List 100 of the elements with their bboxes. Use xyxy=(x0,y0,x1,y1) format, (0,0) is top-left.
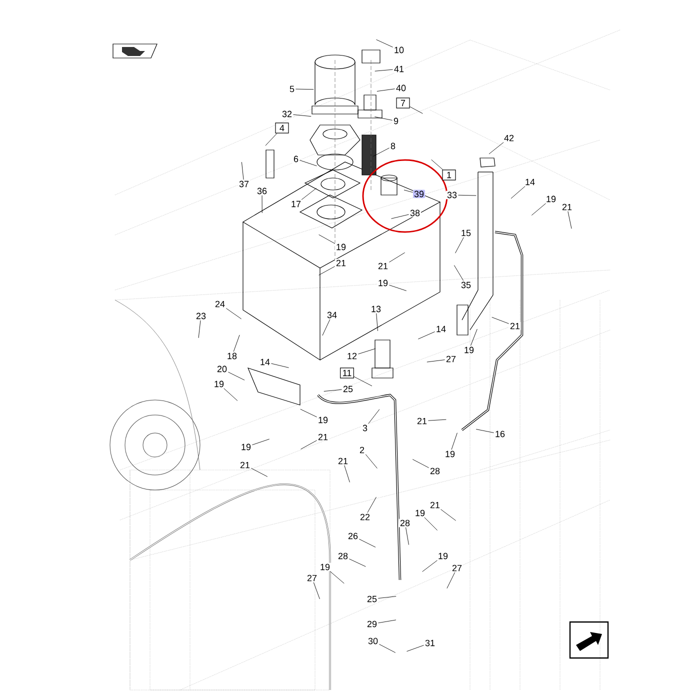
callout-number: 6 xyxy=(292,154,300,164)
callout-number: 27 xyxy=(451,564,464,572)
leader-line xyxy=(270,363,289,368)
leader-line xyxy=(322,319,330,336)
callout-number: 10 xyxy=(393,46,405,54)
leader-line xyxy=(378,644,396,653)
callout-number: 19 xyxy=(444,450,456,458)
leader-line xyxy=(374,116,393,120)
leader-line xyxy=(233,334,240,352)
leader-line xyxy=(344,465,350,482)
leader-line xyxy=(388,252,406,262)
callout-number: 12 xyxy=(346,352,358,360)
callout-number: 21 xyxy=(429,500,442,510)
leader-line xyxy=(378,620,396,624)
leader-line xyxy=(226,308,242,320)
leader-line xyxy=(406,527,409,545)
callout-number: 19 xyxy=(240,442,252,452)
callout-number: 14 xyxy=(259,358,271,366)
callout-number: 19 xyxy=(335,242,348,252)
leader-line xyxy=(367,496,376,513)
callout-number: 8 xyxy=(390,142,396,150)
boxed-callout-number: 11 xyxy=(340,368,354,378)
leader-line xyxy=(428,419,446,421)
callout-number: 19 xyxy=(213,380,225,388)
callout-number: 23 xyxy=(195,312,207,320)
callout-number: 19 xyxy=(437,552,450,560)
leader-line xyxy=(376,313,378,332)
leader-line xyxy=(330,571,344,584)
callout-number: 27 xyxy=(445,354,458,364)
leader-line xyxy=(388,284,407,292)
leader-line xyxy=(458,194,476,196)
callout-number: 21 xyxy=(377,262,390,270)
boxed-callout-number: 1 xyxy=(442,170,456,180)
leader-line xyxy=(378,596,396,599)
callout-number: 29 xyxy=(366,620,378,628)
highlighted-callout-number: 39 xyxy=(413,190,426,198)
callout-number: 14 xyxy=(524,178,536,186)
leader-line xyxy=(224,388,238,401)
leader-line xyxy=(568,211,572,229)
leader-line xyxy=(301,188,317,200)
callout-number: 21 xyxy=(561,202,574,212)
leader-line xyxy=(358,538,376,548)
callout-number: 25 xyxy=(366,594,378,604)
leader-line xyxy=(292,114,312,117)
callout-number: 26 xyxy=(347,532,359,540)
callout-number: 21 xyxy=(416,416,428,426)
callout-number: 41 xyxy=(393,64,405,74)
callout-number: 30 xyxy=(367,636,379,646)
leader-line xyxy=(318,266,336,276)
callout-number: 16 xyxy=(494,430,506,438)
callout-number: 13 xyxy=(370,304,382,314)
leader-line xyxy=(250,468,268,477)
callout-number: 37 xyxy=(238,180,250,188)
callout-number: 28 xyxy=(399,518,412,528)
callout-number: 5 xyxy=(288,84,296,94)
leader-line xyxy=(406,645,424,652)
leader-line xyxy=(440,509,456,521)
callout-number: 24 xyxy=(214,300,226,308)
callout-number: 15 xyxy=(460,228,472,238)
callout-number: 21 xyxy=(335,258,348,268)
callout-number: 32 xyxy=(281,110,293,118)
callout-number: 9 xyxy=(392,116,400,126)
leader-line xyxy=(365,454,378,469)
leader-line xyxy=(228,372,245,380)
callout-number: 17 xyxy=(290,200,302,208)
leader-line xyxy=(198,320,201,338)
callout-number: 2 xyxy=(358,446,366,454)
leader-line xyxy=(476,429,494,433)
leader-line xyxy=(424,517,438,531)
callout-number: 36 xyxy=(256,186,268,196)
callout-number: 19 xyxy=(545,194,558,204)
leader-line xyxy=(422,560,438,572)
callout-number: 19 xyxy=(377,278,390,288)
callout-number: 19 xyxy=(414,508,426,518)
leader-line xyxy=(404,190,414,193)
leader-line xyxy=(354,376,372,386)
callout-number: 38 xyxy=(409,208,422,218)
leader-line xyxy=(454,265,464,281)
callout-number: 22 xyxy=(359,512,372,522)
callout-number: 19 xyxy=(463,346,476,354)
leader-line xyxy=(531,203,546,216)
callout-number: 34 xyxy=(326,310,338,320)
leader-line xyxy=(373,148,390,157)
leader-line xyxy=(313,582,320,600)
leader-line xyxy=(426,360,446,362)
callout-number: 42 xyxy=(503,134,516,142)
leader-line xyxy=(368,409,380,424)
leader-line xyxy=(241,162,244,180)
leader-line xyxy=(492,316,510,324)
leader-line xyxy=(410,106,423,114)
leader-line xyxy=(451,432,458,450)
callout-number: 40 xyxy=(395,84,407,92)
callout-number: 21 xyxy=(239,460,251,470)
callout-number: 27 xyxy=(306,574,318,582)
leader-line xyxy=(455,237,464,254)
callout-number: 31 xyxy=(424,638,436,648)
boxed-callout-number: 7 xyxy=(396,98,410,108)
leader-line xyxy=(374,69,394,72)
callout-number: 21 xyxy=(509,322,522,330)
leader-line xyxy=(418,332,436,340)
